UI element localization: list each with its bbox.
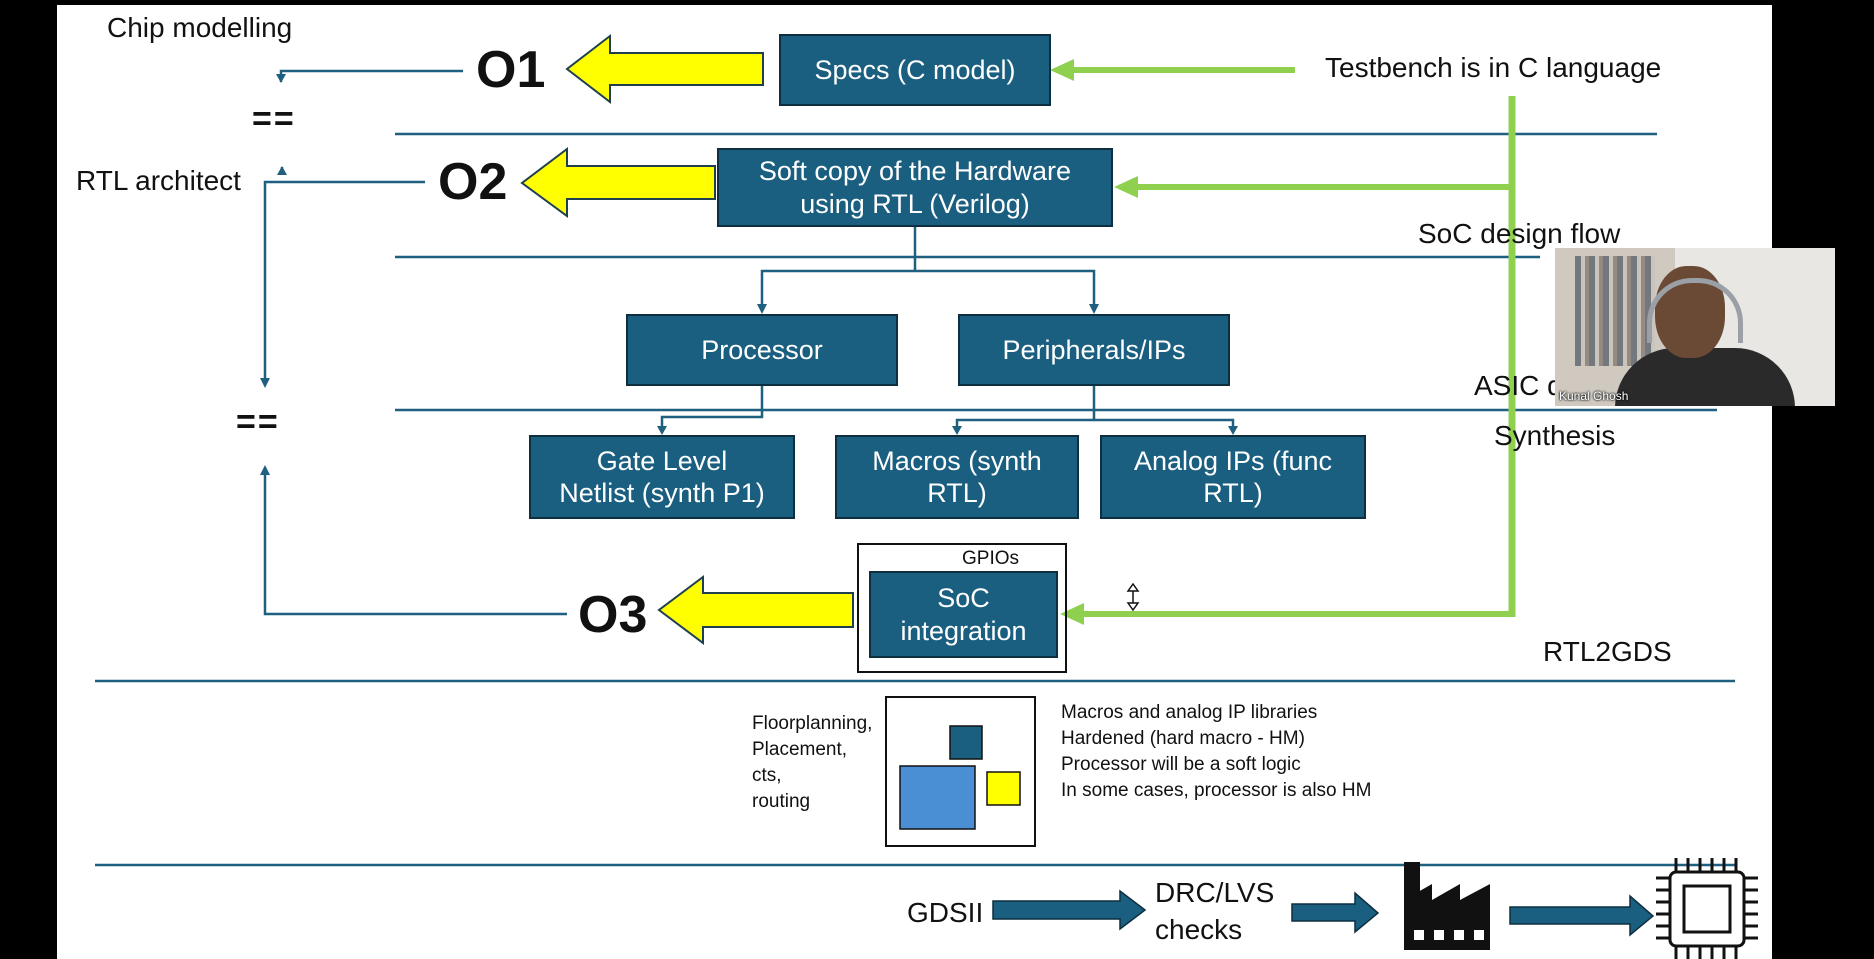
hardening-notes: Macros and analog IP libraries Hardened … <box>1061 702 1372 801</box>
headphones-icon <box>1647 278 1743 343</box>
o1-label: O1 <box>476 41 546 99</box>
chip-icon <box>1656 858 1758 959</box>
floorplan-steps: Floorplanning, Placement, cts, routing <box>752 713 873 812</box>
analog-ips-box: Analog IPs (func RTL) <box>1100 435 1366 519</box>
peripherals-box: Peripherals/IPs <box>958 314 1230 386</box>
testbench-label: Testbench is in C language <box>1325 52 1662 83</box>
equivalence-mark: == <box>236 403 280 441</box>
o1-arrow <box>565 33 764 105</box>
gdsii-label: GDSII <box>907 897 984 928</box>
participant-name: Kunal Ghosh <box>1559 389 1629 403</box>
soc-integration-box: SoC integration <box>869 571 1058 658</box>
o3-label: O3 <box>578 586 648 644</box>
chip-modelling-label: Chip modelling <box>107 12 293 43</box>
soft-copy-box: Soft copy of the Hardware using RTL (Ver… <box>717 148 1113 227</box>
gate-level-box: Gate Level Netlist (synth P1) <box>529 435 795 519</box>
gpios-label: GPIOs <box>962 548 1020 569</box>
macros-box: Macros (synth RTL) <box>835 435 1079 519</box>
o2-arrow <box>520 146 716 218</box>
rtl-architect-label: RTL architect <box>76 165 241 196</box>
video-person-body <box>1615 348 1795 406</box>
rtl2gds-label: RTL2GDS <box>1543 636 1672 667</box>
o2-label: O2 <box>438 153 508 211</box>
equivalence-mark: == <box>252 100 296 138</box>
soc-design-flow-label: SoC design flow <box>1418 218 1621 249</box>
webcam-video-tile[interactable]: Kunal Ghosh <box>1555 248 1835 406</box>
o3-arrow <box>657 575 854 645</box>
synthesis-label: Synthesis <box>1494 420 1616 451</box>
asic-flow-label: ASIC d <box>1474 370 1563 401</box>
drc-lvs-label: DRC/LVS checks <box>1155 877 1275 945</box>
resize-cursor-icon <box>1126 582 1140 612</box>
video-bookshelf <box>1575 256 1655 366</box>
specs-box: Specs (C model) <box>779 34 1051 106</box>
factory-icon <box>1404 862 1490 950</box>
processor-box: Processor <box>626 314 898 386</box>
